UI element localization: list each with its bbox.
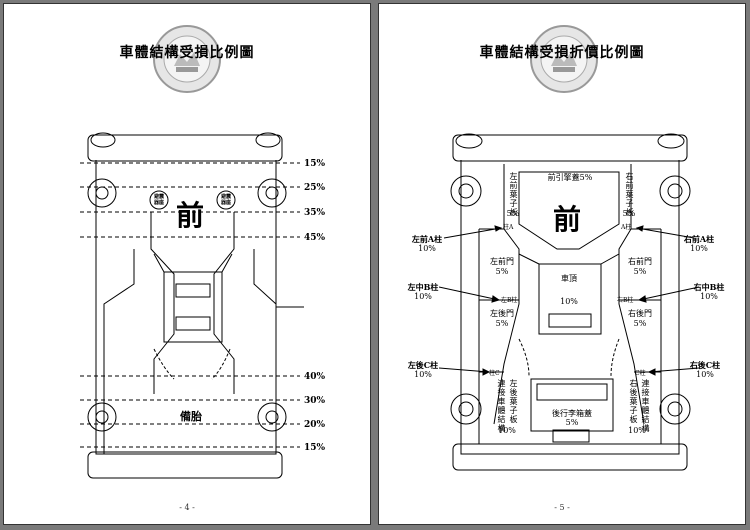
left-front-door-label: 左前門 — [490, 257, 514, 266]
roof-label: 車頂 — [561, 274, 577, 283]
right-front-fender-pct: 5% — [622, 209, 636, 218]
roof-pct: 10% — [560, 297, 578, 306]
page-number: - 4 - — [179, 503, 195, 512]
left-a-pillar-label: 左前A柱 — [411, 234, 443, 244]
left-rear-door-label: 左後門 — [490, 309, 514, 318]
right-rear-struct-pct: 10% — [628, 426, 646, 435]
right-rear-struct-label: 連接車體結構 — [641, 379, 650, 433]
left-c-pillar-label: 左後C柱 — [407, 360, 439, 370]
front-label: 前 — [553, 203, 582, 236]
strut-label-right: 避震器座 — [220, 194, 231, 206]
left-front-fender-pct: 5% — [506, 209, 520, 218]
right-b-pillar-pct: 10% — [700, 292, 718, 301]
percentage-label: 15% — [304, 159, 326, 169]
marker-b-right: 右B柱 — [617, 297, 634, 304]
left-rear-fender-label: 左後葉子板 — [509, 379, 518, 424]
percentage-label: 20% — [304, 420, 326, 430]
car-structure-diagram — [80, 132, 304, 479]
right-front-door-pct: 5% — [633, 267, 647, 276]
percentage-label: 25% — [304, 183, 326, 193]
page-left: 車體結構受損比例圖 — [3, 3, 371, 525]
left-rear-struct-label: 連接車體結構 — [497, 379, 506, 433]
spare-tire-label: 備胎 — [180, 410, 202, 423]
page-title: 車體結構受損比例圖 — [119, 45, 255, 61]
right-rear-door-label: 右後門 — [628, 309, 652, 318]
front-label: 前 — [176, 199, 205, 232]
marker-b-left: 左B柱 — [501, 297, 518, 304]
marker-a-right: A柱 — [621, 224, 632, 231]
car-depreciation-diagram — [438, 133, 700, 471]
left-front-door-pct: 5% — [495, 267, 509, 276]
association-seal — [530, 25, 598, 93]
right-rear-fender-label: 右後葉子板 — [629, 379, 638, 424]
left-rear-struct-pct: 10% — [498, 426, 516, 435]
engine-hood-label: 前引擎蓋5% — [547, 173, 593, 182]
percentage-label: 35% — [304, 208, 326, 218]
left-c-pillar-pct: 10% — [414, 370, 432, 379]
trunk-label: 後行李箱蓋 — [552, 409, 592, 418]
right-front-door-label: 右前門 — [628, 257, 652, 266]
percentage-label: 40% — [304, 372, 326, 382]
percentage-label: 30% — [304, 396, 326, 406]
percentage-label: 15% — [304, 443, 326, 453]
page-title: 車體結構受損折價比例圖 — [479, 45, 645, 61]
percentage-label: 45% — [304, 233, 326, 243]
right-c-pillar-label: 右後C柱 — [689, 360, 721, 370]
marker-c-left: 柱C — [489, 370, 500, 377]
right-rear-door-pct: 5% — [633, 319, 647, 328]
right-front-fender-label: 右前葉子板 — [625, 172, 634, 217]
trunk-pct: 5% — [565, 418, 579, 427]
left-b-pillar-pct: 10% — [414, 292, 432, 301]
page-number: - 5 - — [554, 503, 570, 512]
right-c-pillar-pct: 10% — [696, 370, 714, 379]
right-a-pillar-label: 右前A柱 — [683, 234, 715, 244]
right-a-pillar-pct: 10% — [690, 244, 708, 253]
page-right: 車體結構受損折價比例圖 — [378, 3, 746, 525]
association-seal — [153, 25, 221, 93]
left-a-pillar-pct: 10% — [418, 244, 436, 253]
strut-label-left: 避震器座 — [153, 194, 164, 206]
marker-c-right: C柱 — [635, 370, 646, 377]
right-b-pillar-label: 右中B柱 — [693, 282, 725, 292]
left-rear-door-pct: 5% — [495, 319, 509, 328]
left-b-pillar-label: 左中B柱 — [407, 282, 439, 292]
left-front-fender-label: 左前葉子板 — [509, 172, 518, 217]
marker-a-left: 柱A — [503, 224, 514, 231]
